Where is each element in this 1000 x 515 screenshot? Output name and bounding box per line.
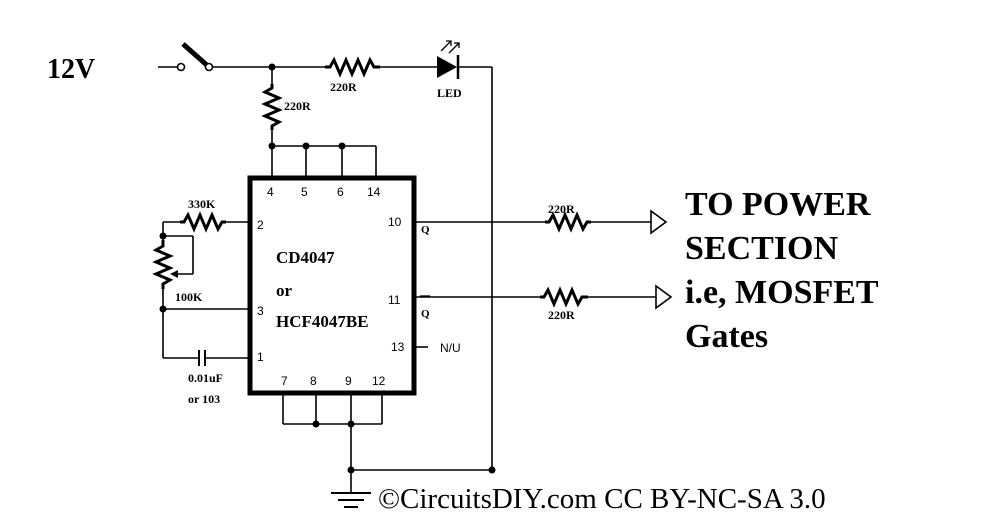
supply-rail xyxy=(212,63,325,71)
pin-9-label: 9 xyxy=(345,374,352,388)
pin-8-label: 8 xyxy=(310,374,317,388)
output-qbar-path xyxy=(414,284,673,310)
not-used-label: N/U xyxy=(440,341,461,355)
potentiometer-label: 100K xyxy=(175,290,203,304)
ground-icon xyxy=(331,492,371,508)
series-resistor xyxy=(325,56,437,78)
output-description-line4: Gates xyxy=(685,318,768,355)
ic-name: CD4047 xyxy=(276,248,335,267)
timing-resistor xyxy=(163,211,250,233)
qbar-output-label: Q xyxy=(421,308,430,320)
gate-resistor-2-label: 220R xyxy=(548,308,575,322)
pin-10-label: 10 xyxy=(388,215,402,229)
q-output-label: Q xyxy=(421,224,430,236)
pin-5-label: 5 xyxy=(301,185,308,199)
pin-6-label: 6 xyxy=(337,185,344,199)
pullup-resistor xyxy=(261,67,283,178)
ic-chip xyxy=(247,175,417,396)
pullup-resistor-label: 220R xyxy=(284,99,311,113)
capacitor-value-label: 0.01uF xyxy=(188,371,223,385)
pin-11-label: 11 xyxy=(388,293,401,307)
ground-wire xyxy=(347,466,496,474)
ic-name-or: or xyxy=(276,281,293,300)
pin-12-label: 12 xyxy=(372,374,386,388)
copyright-credit: ©CircuitsDIY.com CC BY-NC-SA 3.0 xyxy=(378,483,826,515)
pin-3-label: 3 xyxy=(257,304,264,318)
pin-tie-bus-bottom xyxy=(282,393,383,492)
output-q-path xyxy=(414,209,668,235)
potentiometer xyxy=(152,222,194,358)
output-description-line1: TO POWER xyxy=(685,186,871,223)
pin-13-label: 13 xyxy=(391,340,405,354)
timing-capacitor xyxy=(163,350,250,366)
pin-tie-bus-top xyxy=(272,142,377,178)
led xyxy=(437,40,492,79)
timing-resistor-label: 330K xyxy=(188,197,216,211)
capacitor-alt-label: or 103 xyxy=(188,392,220,406)
output-description-line3: i.e, MOSFET xyxy=(685,274,879,311)
pin-1-label: 1 xyxy=(257,350,264,364)
pin-2-label: 2 xyxy=(257,218,264,232)
supply-voltage-label: 12V xyxy=(47,54,95,85)
ic-alt-name: HCF4047BE xyxy=(276,312,369,331)
gate-resistor-1-label: 220R xyxy=(548,202,575,216)
output-description-line2: SECTION xyxy=(685,230,838,267)
led-label: LED xyxy=(437,86,462,100)
pin-7-label: 7 xyxy=(281,374,288,388)
power-switch xyxy=(158,42,214,72)
pin-14-label: 14 xyxy=(367,185,381,199)
pin-4-label: 4 xyxy=(267,185,274,199)
series-resistor-label: 220R xyxy=(330,80,357,94)
